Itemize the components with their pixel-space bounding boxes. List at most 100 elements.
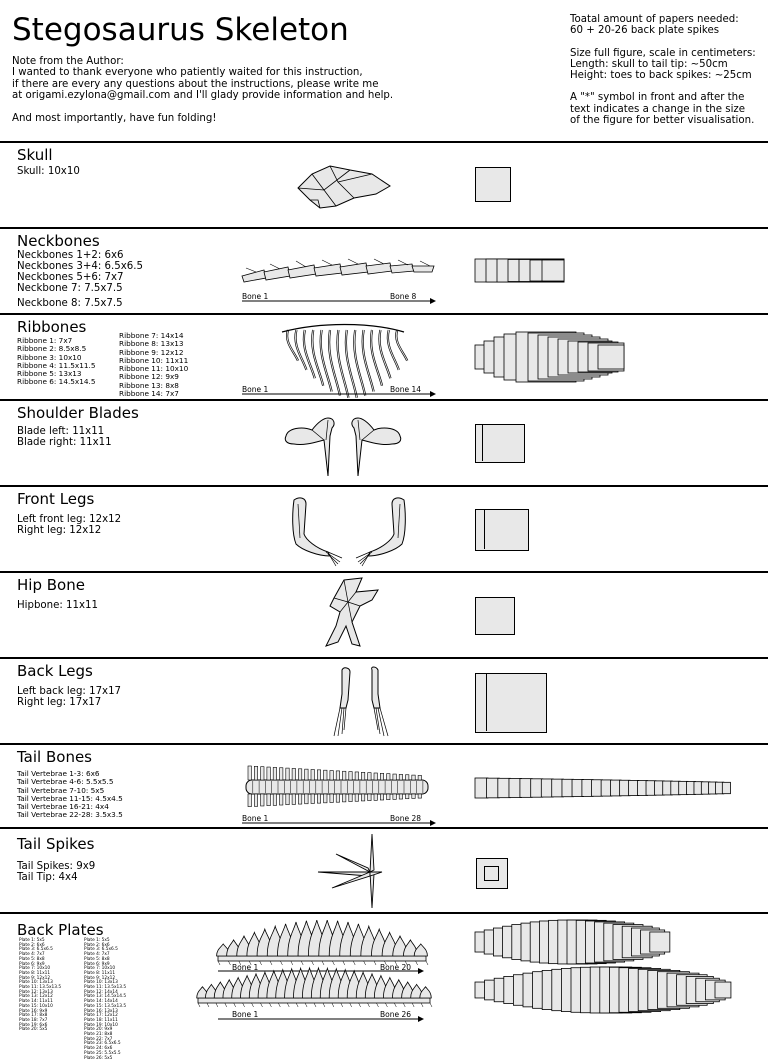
backplates-row1-end-label: Bone 20 (380, 963, 412, 972)
paper-square-hipbone (475, 597, 515, 635)
info-line (570, 81, 766, 92)
plate-root (269, 1002, 272, 1008)
ribbones-start-label: Bone 1 (242, 385, 269, 394)
spec-line: Plate 17: 8x8 (19, 1013, 48, 1019)
plate-root (394, 960, 398, 966)
tail-spine-process (361, 772, 366, 781)
plate-root (367, 1002, 370, 1008)
tail-spine-process (247, 765, 252, 781)
tail-chevron (342, 793, 347, 803)
spec-line: Tail Vertebrae 11-15: 4.5x4.5 (17, 793, 123, 803)
spec-neckbones-5: Neckbone 8: 7.5x7.5 (17, 298, 123, 309)
tail-spine-process (266, 766, 271, 781)
note-line: I wanted to thank everyone who patiently… (12, 67, 363, 79)
back-plates-row2-illustration (196, 966, 433, 1008)
spec-line: Ribbone 14: 7x7 (119, 389, 179, 399)
spec-neckbones-3: Neckbones 5+6: 7x7 (17, 272, 124, 283)
spec-line: Tail Vertebrae 7-10: 5x5 (17, 785, 105, 795)
spec-neckbones-4: Neckbone 7: 7.5x7.5 (17, 283, 123, 294)
tail-chevron (398, 793, 403, 800)
rib-bone-fill (345, 329, 358, 398)
rib-bone-fill (362, 329, 375, 392)
plate-root (332, 960, 335, 966)
spec-line: Plate 5: 8x8 (84, 956, 110, 962)
spec-line: Tail Vertebrae 16-21: 4x4 (17, 802, 109, 812)
tail-spikes-illustration (317, 833, 383, 909)
plate-root (251, 1002, 254, 1008)
note-line: at origami.ezylona@gmail.com and I'll gl… (12, 90, 394, 102)
plate-root (358, 1002, 361, 1008)
tail-chevron (361, 793, 366, 802)
plate-root (322, 1002, 326, 1008)
spec-line: Plate 6: 9x9 (84, 961, 110, 967)
spec-line: Plate 7: 10x10 (19, 966, 51, 972)
tail-chevron (247, 793, 252, 807)
tail-spine-process (310, 769, 315, 781)
tail-chevron (260, 793, 265, 807)
spec-line: Plate 20: 5x5 (19, 1027, 48, 1033)
spec-blade-right: Blade right: 11x11 (17, 437, 112, 448)
tail-spine-process (323, 769, 328, 781)
info-line: Height: toes to back spikes: ~25cm (570, 70, 752, 81)
tail-chevron (254, 793, 259, 807)
spec-line: Plate 15: 10x10 (19, 1003, 53, 1009)
plate-root (269, 960, 273, 966)
paper-square-tail-tip (484, 866, 499, 881)
tailbones-paper-stack (474, 777, 731, 799)
plate-root (403, 1002, 406, 1008)
tail-spine-process (348, 771, 353, 781)
tail-chevron (354, 793, 359, 802)
spec-line: Plate 15: 13.5x13.5 (84, 1003, 127, 1009)
spec-right-front-leg: Right leg: 12x12 (17, 525, 102, 536)
info-line (570, 36, 766, 47)
plate-root (313, 1002, 317, 1008)
spec-line: Plate 2: 6x6 (19, 942, 45, 948)
tail-spine-process (329, 770, 334, 781)
section-divider (0, 912, 768, 914)
tail-chevron (392, 793, 397, 800)
spec-line: Plate 2: 6x6 (84, 942, 110, 948)
spec-line: Plate 6: 9x9 (19, 961, 45, 967)
tail-chevron (411, 793, 416, 799)
section-title-shoulder-blades: Shoulder Blades (17, 404, 139, 422)
plate-root (404, 960, 408, 966)
tail-spine-process (317, 769, 322, 781)
tail-spine-process (304, 768, 309, 781)
tail-spine-process (285, 767, 290, 781)
spec-line: Plate 11: 13.5x13.5 (84, 985, 127, 991)
spec-line: Plate 13: 12x12 (19, 994, 53, 1000)
section-divider (0, 827, 768, 829)
spec-line: Plate 4: 7x7 (84, 952, 110, 958)
spec-neckbones-1: Neckbones 1+2: 6x6 (17, 250, 124, 261)
tail-chevron (272, 793, 277, 806)
plate-root (411, 1002, 415, 1008)
spec-line: Plate 10: 13x13 (19, 980, 53, 986)
backplates-row2-start-label: Bone 1 (232, 1010, 259, 1019)
tailbones-arrow (242, 820, 436, 826)
rib-bone-fill (387, 329, 400, 371)
spec-line: Ribbone 12: 9x9 (119, 372, 179, 382)
ribbones-spec-right: Ribbone 7: 14x14 Ribbone 8: 13x13 Ribbon… (119, 331, 188, 399)
plate-root (385, 1002, 388, 1008)
tail-spine-process (386, 773, 391, 781)
spec-line: Plate 25: 5.5x5.5 (84, 1050, 121, 1056)
plate-root (206, 1002, 210, 1008)
tail-chevron (386, 793, 391, 800)
back-plates-row1-illustration (216, 919, 429, 966)
tail-spine-process (405, 774, 410, 781)
tailbones-spec-list: Tail Vertebrae 1-3: 6x6 Tail Vertebrae 4… (17, 769, 123, 820)
info-line: text indicates a change in the size (570, 103, 746, 115)
info-line: Length: skull to tail tip: ~50cm (570, 58, 728, 70)
plate-root (280, 960, 283, 966)
tail-chevron (367, 793, 372, 801)
tail-spine-process (272, 767, 277, 781)
tail-chevron (417, 793, 422, 799)
page-title: Stegosaurus Skeleton (12, 12, 349, 48)
paper-info: Toatal amount of papers needed: 60 + 20-… (570, 14, 766, 126)
tail-spine-process (298, 768, 303, 781)
tail-spine-process (260, 766, 265, 781)
spec-line: Ribbone 2: 8.5x8.5 (17, 344, 87, 354)
section-title-back-legs: Back Legs (17, 662, 93, 680)
